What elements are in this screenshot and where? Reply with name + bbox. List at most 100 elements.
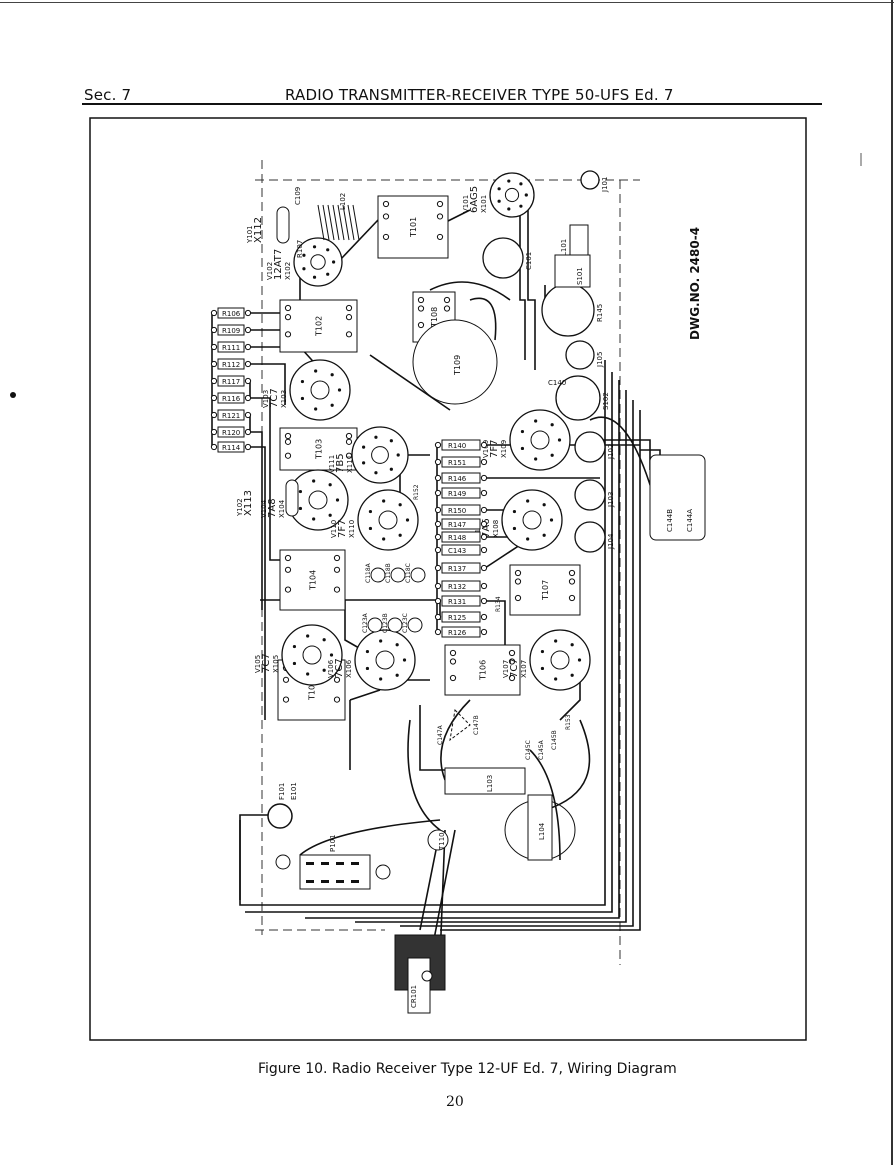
tube-pin [328,513,332,517]
tube-pin [542,503,546,507]
tube-label: V103 [262,390,270,408]
terminal [210,394,218,402]
part-label: R134 [495,596,502,612]
terminal [333,554,341,562]
terminal [434,582,442,590]
tube-pin [335,498,340,502]
tube-label: V101 [462,195,470,213]
resistor [441,562,481,574]
transformer-t104 [279,549,346,611]
transformer-t106 [444,644,521,696]
tube-pin [396,453,400,457]
terminal [284,304,292,312]
tube-label: 7C7 [261,653,272,673]
plug-pin [351,880,359,883]
terminal [210,377,218,385]
terminal [449,674,457,682]
terminal [434,597,442,605]
terminal [244,377,252,385]
resistor-label: R114 [222,444,241,452]
running-title: RADIO TRANSMITTER-RECEIVER TYPE 50-UFS E… [285,86,674,104]
part-label: P101 [329,834,337,852]
resistor [217,392,245,404]
tube-pin [298,489,303,494]
tube-pin [379,677,383,681]
terminal [568,594,576,602]
resistor [441,531,481,543]
capacitor-c118b [390,567,406,583]
tube-pin [577,658,582,662]
wire [250,397,285,561]
capacitor-c118a [370,567,386,583]
tube-label: X107 [520,660,528,678]
tube-label: X112 [253,217,264,243]
part-label: R107 [296,240,304,258]
wire [305,380,620,919]
tube-label: V110 [330,520,338,538]
terminal [436,233,444,241]
resistor [441,595,481,607]
part-label: L101 [560,239,568,256]
terminal [210,360,218,368]
resistor-label: R112 [222,361,240,369]
page-number: 20 [446,1094,464,1110]
chassis-outline [255,160,640,965]
section-label: Sec. 7 [84,86,132,104]
tube-pin [542,533,546,537]
wire [355,390,627,923]
transformer-label: T101 [409,217,418,238]
tube-pin [362,445,366,449]
part-label: CR101 [410,985,418,1008]
terminal [443,305,451,312]
part-j104 [574,521,606,553]
tube-pin [362,461,366,465]
terminal [284,554,292,562]
tube-pin [549,518,554,522]
tube-pin [550,423,554,427]
wire [469,297,497,341]
terminal [480,506,488,514]
transformer-label: T105 [308,680,317,701]
tube-pin [368,509,373,514]
resistor-label: R148 [448,534,466,542]
terminal [345,331,353,338]
tube-key [522,510,542,530]
part-label: J102 [607,444,615,460]
terminal [480,582,488,590]
tube-pin [374,471,378,475]
resistor [217,341,245,353]
transformer-label: T106 [479,660,488,681]
terminal [434,546,442,554]
tube-pin [300,379,305,384]
page-right-edge [891,0,893,1165]
part-label: J105 [596,352,604,368]
tube-pin [368,526,373,531]
tube-pin [519,182,523,186]
terminal [210,326,218,334]
terminal [333,696,341,703]
coil-winding [337,204,345,241]
part-label: C123A [362,612,369,633]
part-label: E101 [290,782,298,800]
terminal [434,520,442,528]
resistor [441,626,481,638]
tube-label: V105 [254,655,262,673]
terminal [480,533,488,541]
tube-pin [534,457,538,461]
tube-pin [526,537,530,541]
wire [245,372,613,913]
terminal [417,305,425,312]
tube-label: X108 [492,520,500,538]
part-label: J103 [607,492,615,508]
terminal [480,520,488,528]
tube-pin [337,388,342,392]
tube-label: 12AT7 [273,249,284,280]
resistor [441,487,481,499]
plug-pin [306,880,314,883]
tube-label: 7F7 [337,520,348,538]
resistor [441,504,481,516]
tube-pin [512,509,517,514]
terminal [514,578,522,585]
terminal [333,566,341,573]
